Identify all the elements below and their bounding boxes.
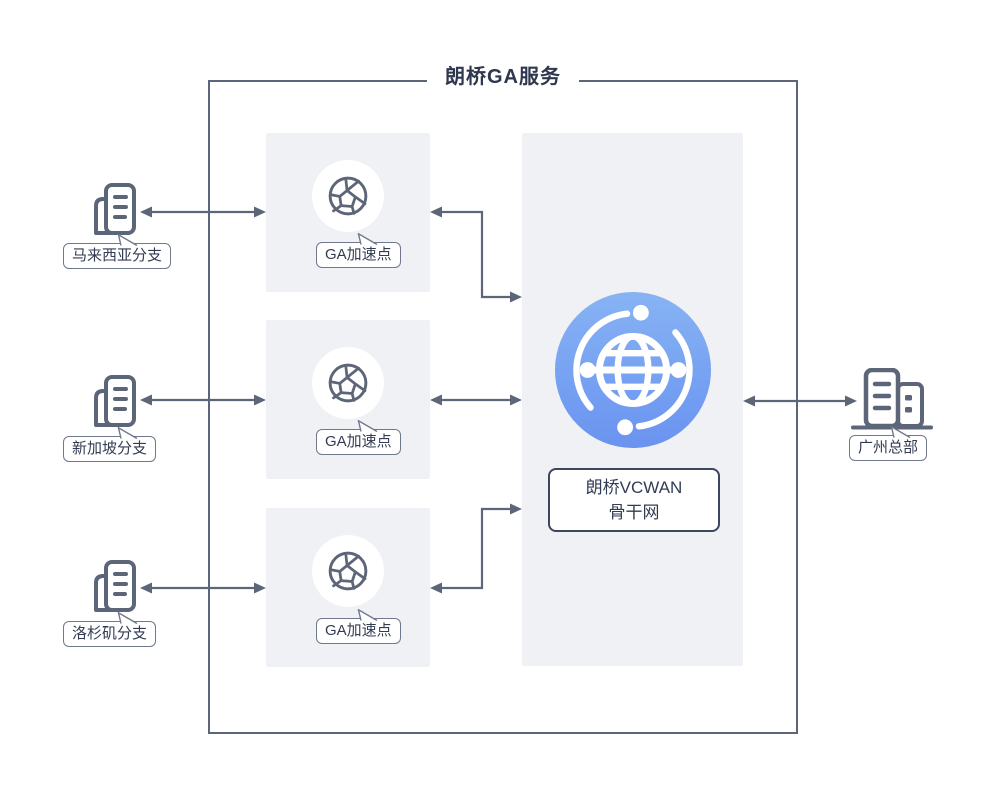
- branch-label-bubble: 马来西亚分支: [63, 234, 172, 269]
- hq-label-bubble: 广州总部: [849, 426, 928, 461]
- ga-accelerator-label: GA加速点: [325, 246, 392, 263]
- ga-accelerator-label-bubble: GA加速点: [316, 609, 401, 644]
- branch-label: 马来西亚分支: [72, 247, 163, 264]
- bubble-tail: [357, 609, 378, 621]
- backbone-label-box: 朗桥VCWAN 骨干网: [548, 468, 720, 532]
- hq-buildings-icon: [851, 368, 933, 430]
- backbone-label-line2: 骨干网: [608, 503, 660, 522]
- bubble-tail: [117, 234, 138, 246]
- branch-label: 洛杉矶分支: [72, 625, 148, 642]
- ga-accelerator-label: GA加速点: [325, 622, 392, 639]
- branch-label: 新加坡分支: [72, 440, 148, 457]
- ga-node-circle: [312, 347, 384, 419]
- ga-accelerator-label: GA加速点: [325, 433, 392, 450]
- ga-accelerator-label-bubble: GA加速点: [316, 233, 401, 268]
- bubble-tail: [357, 420, 378, 432]
- hq-label: 广州总部: [858, 439, 919, 456]
- branch-label-bubble: 新加坡分支: [63, 427, 157, 462]
- branch-building-icon: [94, 560, 136, 612]
- global-network-icon: [554, 291, 712, 449]
- backbone-label-line1: 朗桥VCWAN: [585, 478, 683, 497]
- ga-node-circle: [312, 535, 384, 607]
- bubble-tail: [357, 233, 378, 245]
- branch-label-bubble: 洛杉矶分支: [63, 612, 157, 647]
- bubble-tail: [890, 426, 911, 438]
- globe-wireframe-icon: [328, 363, 368, 403]
- branch-building-icon: [94, 183, 136, 235]
- ga-accelerator-label-bubble: GA加速点: [316, 420, 401, 455]
- diagram-title: 朗桥GA服务: [427, 64, 579, 90]
- bubble-tail: [117, 427, 138, 439]
- globe-wireframe-icon: [328, 551, 368, 591]
- branch-building-icon: [94, 375, 136, 427]
- ga-node-circle: [312, 160, 384, 232]
- globe-wireframe-icon: [328, 176, 368, 216]
- bubble-tail: [117, 612, 138, 624]
